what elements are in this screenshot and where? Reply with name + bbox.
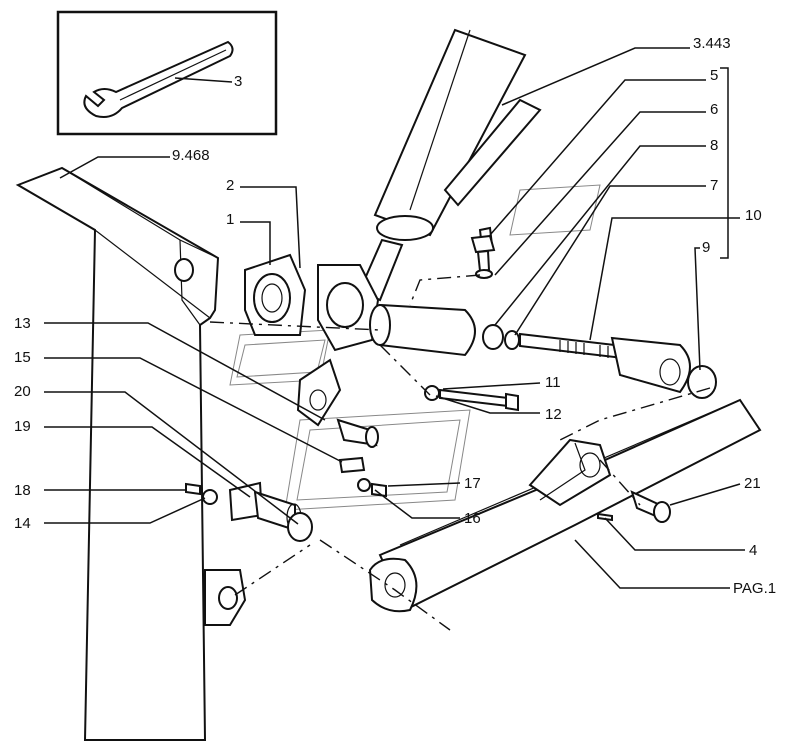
piston-tube-6 [369, 303, 476, 357]
callout-18: 18 [14, 482, 31, 499]
bushing-9 [687, 365, 717, 399]
callout-7: 7 [710, 177, 718, 194]
callout-10: 10 [745, 207, 762, 224]
callout-16: 16 [464, 510, 481, 527]
callout-11: 11 [545, 374, 561, 391]
callout-13: 13 [14, 315, 31, 332]
leader-lines [44, 47, 745, 589]
callout-12: 12 [545, 406, 562, 423]
callout-20: 20 [14, 383, 31, 400]
callout-15: 15 [14, 349, 31, 366]
lower-link-arm [368, 398, 762, 613]
callout-19: 19 [14, 418, 31, 435]
callout-4: 4 [749, 542, 757, 559]
pin-13 [336, 418, 379, 448]
callout-3443: 3.443 [693, 35, 731, 52]
callout-2: 2 [226, 177, 234, 194]
callout-9: 9 [702, 239, 710, 256]
adjusting-screw-10 [519, 332, 691, 394]
callout-3: 3 [234, 73, 242, 90]
assembly-axes [209, 274, 711, 631]
pin-4 [597, 512, 613, 522]
pin-21 [630, 490, 671, 523]
flange-part-1 [244, 253, 307, 336]
hydraulic-cylinder [358, 28, 542, 302]
callout-17: 17 [464, 475, 481, 492]
washer-14 [202, 489, 218, 505]
bushing-20 [287, 512, 313, 542]
washer-17 [357, 478, 371, 492]
bracket-19 [228, 481, 302, 532]
callout-5: 5 [710, 67, 718, 84]
callout-pag: PAG.1 [733, 580, 776, 597]
lever-arm [296, 358, 342, 427]
wrench-icon [83, 40, 234, 118]
callout-labels: 3.443 5 6 8 7 10 9 3 9.468 2 1 13 15 20 … [14, 35, 776, 597]
bolt-11 [439, 388, 519, 412]
mounting-plate [15, 166, 247, 741]
bolt-5 [470, 234, 496, 279]
wrench-inset [56, 10, 278, 136]
callout-8: 8 [710, 137, 718, 154]
callout-9468: 9.468 [172, 147, 210, 164]
callout-14: 14 [14, 515, 31, 532]
seal-ring-8 [482, 324, 504, 350]
retainer-15 [338, 456, 366, 474]
washer-7 [504, 330, 520, 350]
bolt-18 [185, 482, 201, 496]
callout-1: 1 [226, 211, 234, 228]
callout-21: 21 [744, 475, 761, 492]
screw-16 [371, 482, 387, 498]
callout-6: 6 [710, 101, 718, 118]
